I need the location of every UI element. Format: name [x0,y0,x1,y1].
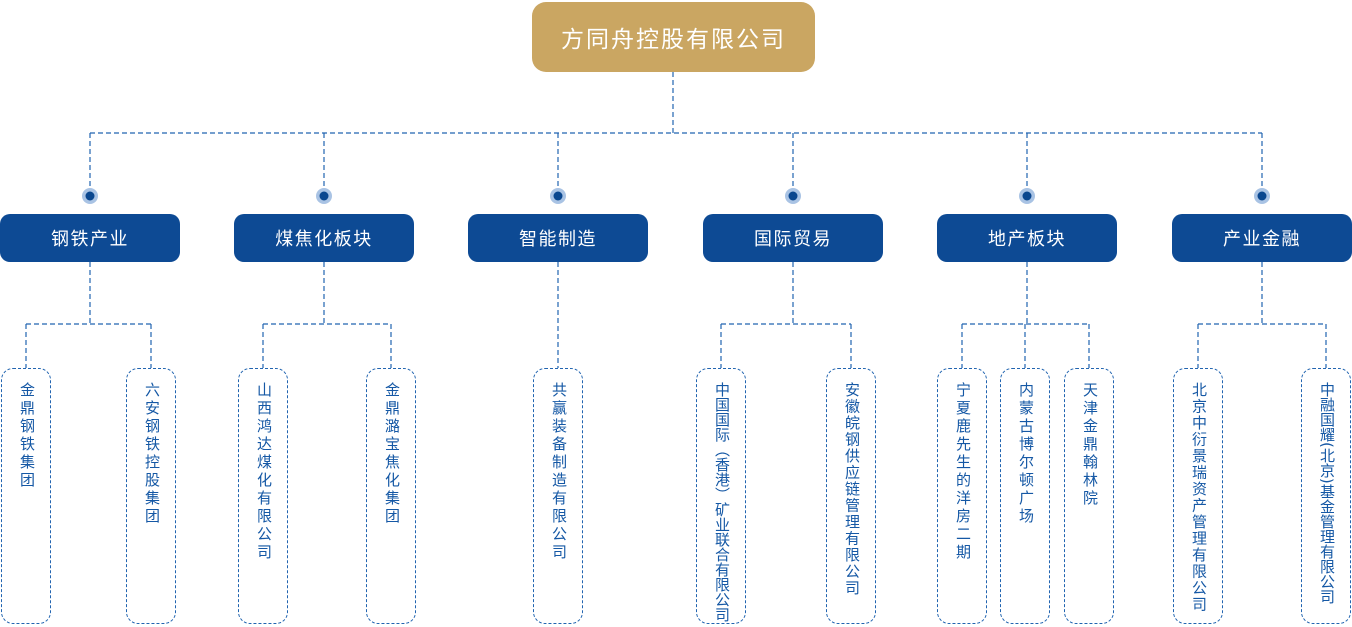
subsidiary-label: 天津金鼎翰林院 [1081,382,1099,508]
division-node-steel: 钢铁产业 [0,214,180,262]
subsidiary-node: 北京中衍景瑞资产管理有限公司 [1173,368,1223,624]
coking-branch-connector [262,262,392,368]
subsidiary-label: 山西鸿达煤化有限公司 [255,382,273,562]
division-label: 地产板块 [988,229,1066,250]
subsidiary-label: 金鼎钢铁集团 [18,382,36,490]
subsidiary-node: 山西鸿达煤化有限公司 [238,368,288,624]
division-node-international-trade: 国际贸易 [703,214,883,262]
subsidiary-node: 内蒙古博尔顿广场 [1000,368,1050,624]
subsidiary-node: 中国国际（香港）矿业联合有限公司 [696,368,746,624]
connector-dot [553,191,563,201]
connector-dot [1257,191,1267,201]
connector-dot [788,191,798,201]
subsidiary-node: 六安钢铁控股集团 [126,368,176,624]
connector-dot [1022,191,1032,201]
international-trade-branch-connector [720,262,852,368]
subsidiary-node: 宁夏鹿先生的洋房二期 [937,368,987,624]
connector-dot [319,191,329,201]
subsidiary-node: 金鼎钢铁集团 [1,368,51,624]
subsidiary-label: 内蒙古博尔顿广场 [1017,382,1035,526]
division-node-smart-manufacturing: 智能制造 [468,214,648,262]
division-node-industrial-finance: 产业金融 [1172,214,1352,262]
division-node-real-estate: 地产板块 [937,214,1117,262]
subsidiary-label: 共赢装备制造有限公司 [550,382,568,562]
subsidiary-label: 中融国耀(北京)基金管理有限公司 [1318,382,1336,604]
subsidiary-node: 安徽皖钢供应链管理有限公司 [826,368,876,624]
subsidiary-label: 安徽皖钢供应链管理有限公司 [843,382,861,597]
subsidiary-label: 六安钢铁控股集团 [143,382,161,526]
root-trunk-connector [89,72,1263,188]
root-node-label: 方同舟控股有限公司 [561,27,786,53]
subsidiary-label: 中国国际（香港）矿业联合有限公司 [713,382,731,622]
division-label: 钢铁产业 [51,229,129,250]
connector-dots [82,188,1270,204]
subsidiary-label: 金鼎潞宝焦化集团 [383,382,401,526]
division-label: 智能制造 [519,229,597,250]
subsidiary-node: 天津金鼎翰林院 [1064,368,1114,624]
division-label: 煤焦化板块 [275,229,373,250]
division-label: 产业金融 [1223,229,1301,250]
subsidiary-node: 共赢装备制造有限公司 [533,368,583,624]
steel-branch-connector [25,262,152,368]
subsidiary-node: 中融国耀(北京)基金管理有限公司 [1301,368,1351,624]
division-node-coking: 煤焦化板块 [234,214,414,262]
connector-dot [85,191,95,201]
subsidiary-label: 北京中衍景瑞资产管理有限公司 [1190,382,1208,613]
subsidiary-node: 金鼎潞宝焦化集团 [366,368,416,624]
root-node-holding-company: 方同舟控股有限公司 [532,2,815,72]
subsidiary-label: 宁夏鹿先生的洋房二期 [954,382,972,562]
industrial-finance-branch-connector [1197,262,1327,368]
real-estate-branch-connector [961,262,1090,368]
division-label: 国际贸易 [754,229,832,250]
